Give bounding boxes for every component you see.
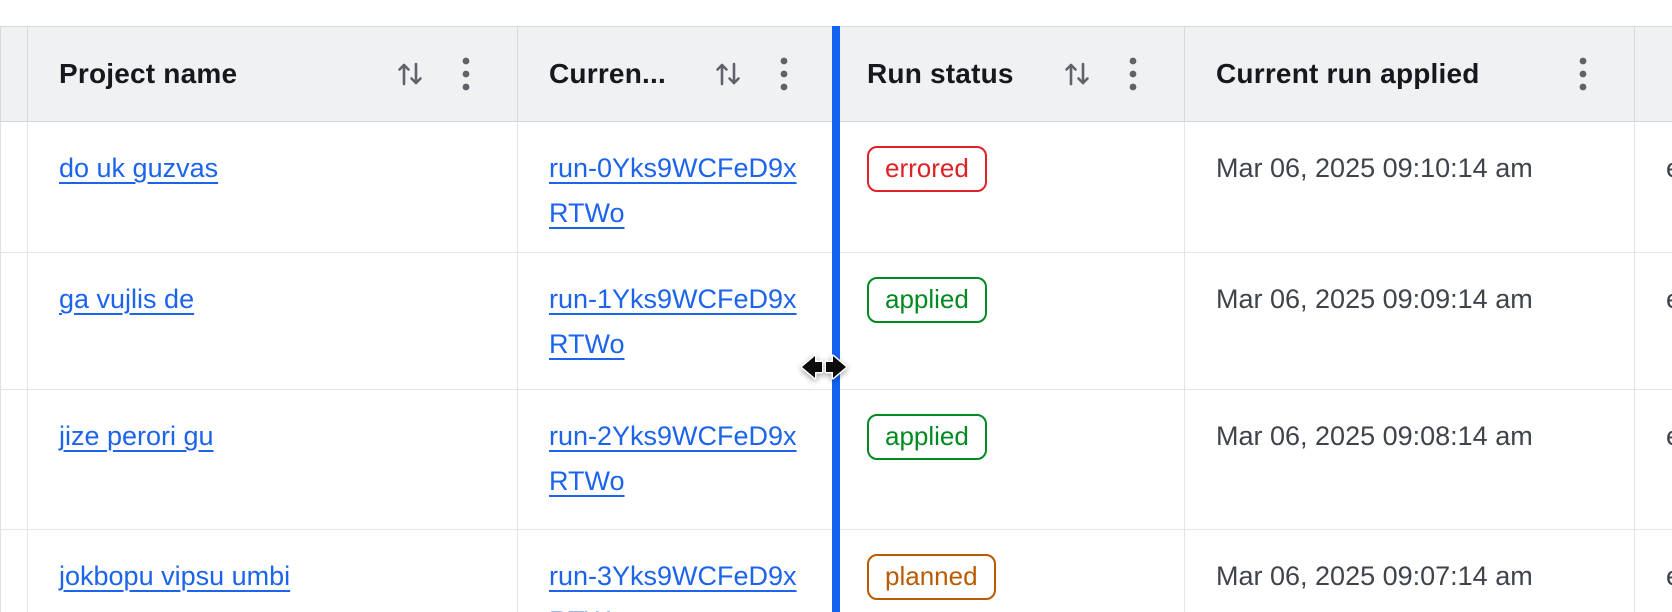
run-link[interactable]: run-1Yks9WCFeD9xRTWo [549, 284, 797, 359]
run-status-badge: errored [867, 146, 987, 193]
column-title-current-run-applied: Current run applied [1216, 58, 1480, 89]
current-run-cell: run-2Yks9WCFeD9xRTWo [518, 390, 836, 529]
column-resize-cursor-icon [801, 354, 847, 380]
clipped-value-cell: e [1635, 530, 1672, 612]
applied-date-text: Mar 06, 2025 09:08:14 am [1216, 421, 1533, 451]
project-link[interactable]: jize perori gu [59, 421, 214, 451]
sort-icon[interactable] [713, 58, 743, 90]
column-menu-icon[interactable] [461, 55, 471, 93]
projects-table: Project name Curren... Run status [0, 26, 1672, 612]
header-cell-current-run[interactable]: Curren... [518, 27, 836, 121]
clipped-value-text: e [1666, 421, 1672, 451]
current-run-applied-cell: Mar 06, 2025 09:10:14 am [1185, 122, 1635, 252]
sort-icon[interactable] [1062, 58, 1092, 90]
current-run-cell: run-0Yks9WCFeD9xRTWo [518, 122, 836, 252]
clipped-value-text: e [1666, 561, 1672, 591]
project-name-cell: ga vujlis de [28, 253, 518, 389]
run-link[interactable]: run-0Yks9WCFeD9xRTWo [549, 153, 797, 228]
current-run-cell: run-3Yks9WCFeD9xRTWo [518, 530, 836, 612]
run-status-badge: planned [867, 554, 996, 601]
clipped-value-cell: e [1635, 390, 1672, 529]
run-status-badge: applied [867, 414, 987, 461]
applied-date-text: Mar 06, 2025 09:07:14 am [1216, 561, 1533, 591]
run-status-cell: planned [836, 530, 1185, 612]
header-cell-spacer [0, 27, 28, 121]
header-cell-project-name[interactable]: Project name [28, 27, 518, 121]
clipped-value-cell: e [1635, 253, 1672, 389]
run-status-cell: errored [836, 122, 1185, 252]
table-body: do uk guzvas run-0Yks9WCFeD9xRTWo errore… [0, 122, 1672, 612]
header-cell-clipped-column[interactable]: V [1635, 27, 1672, 121]
run-status-cell: applied [836, 390, 1185, 529]
header-cell-run-status[interactable]: Run status [836, 27, 1185, 121]
project-name-cell: jokbopu vipsu umbi [28, 530, 518, 612]
clipped-value-text: e [1666, 153, 1672, 183]
project-link[interactable]: jokbopu vipsu umbi [59, 561, 291, 591]
row-spacer-cell [0, 530, 28, 612]
project-name-cell: do uk guzvas [28, 122, 518, 252]
applied-date-text: Mar 06, 2025 09:09:14 am [1216, 284, 1533, 314]
current-run-applied-cell: Mar 06, 2025 09:07:14 am [1185, 530, 1635, 612]
current-run-cell: run-1Yks9WCFeD9xRTWo [518, 253, 836, 389]
run-link[interactable]: run-3Yks9WCFeD9xRTWo [549, 561, 797, 612]
column-title-project-name: Project name [59, 58, 238, 89]
clipped-value-cell: e [1635, 122, 1672, 252]
sort-icon[interactable] [395, 58, 425, 90]
run-link[interactable]: run-2Yks9WCFeD9xRTWo [549, 421, 797, 496]
applied-date-text: Mar 06, 2025 09:10:14 am [1216, 153, 1533, 183]
row-spacer-cell [0, 390, 28, 529]
project-link[interactable]: ga vujlis de [59, 284, 195, 314]
column-resize-indicator[interactable] [832, 26, 840, 612]
column-menu-icon[interactable] [1128, 55, 1138, 93]
row-spacer-cell [0, 253, 28, 389]
row-spacer-cell [0, 122, 28, 252]
project-name-cell: jize perori gu [28, 390, 518, 529]
project-link[interactable]: do uk guzvas [59, 153, 219, 183]
column-title-current-run: Curren... [549, 58, 666, 89]
run-status-badge: applied [867, 277, 987, 324]
run-status-cell: applied [836, 253, 1185, 389]
current-run-applied-cell: Mar 06, 2025 09:09:14 am [1185, 253, 1635, 389]
column-title-run-status: Run status [867, 58, 1014, 89]
current-run-applied-cell: Mar 06, 2025 09:08:14 am [1185, 390, 1635, 529]
clipped-value-text: e [1666, 284, 1672, 314]
column-menu-icon[interactable] [779, 55, 789, 93]
header-cell-current-run-applied[interactable]: Current run applied [1185, 27, 1635, 121]
column-menu-icon[interactable] [1578, 55, 1588, 93]
